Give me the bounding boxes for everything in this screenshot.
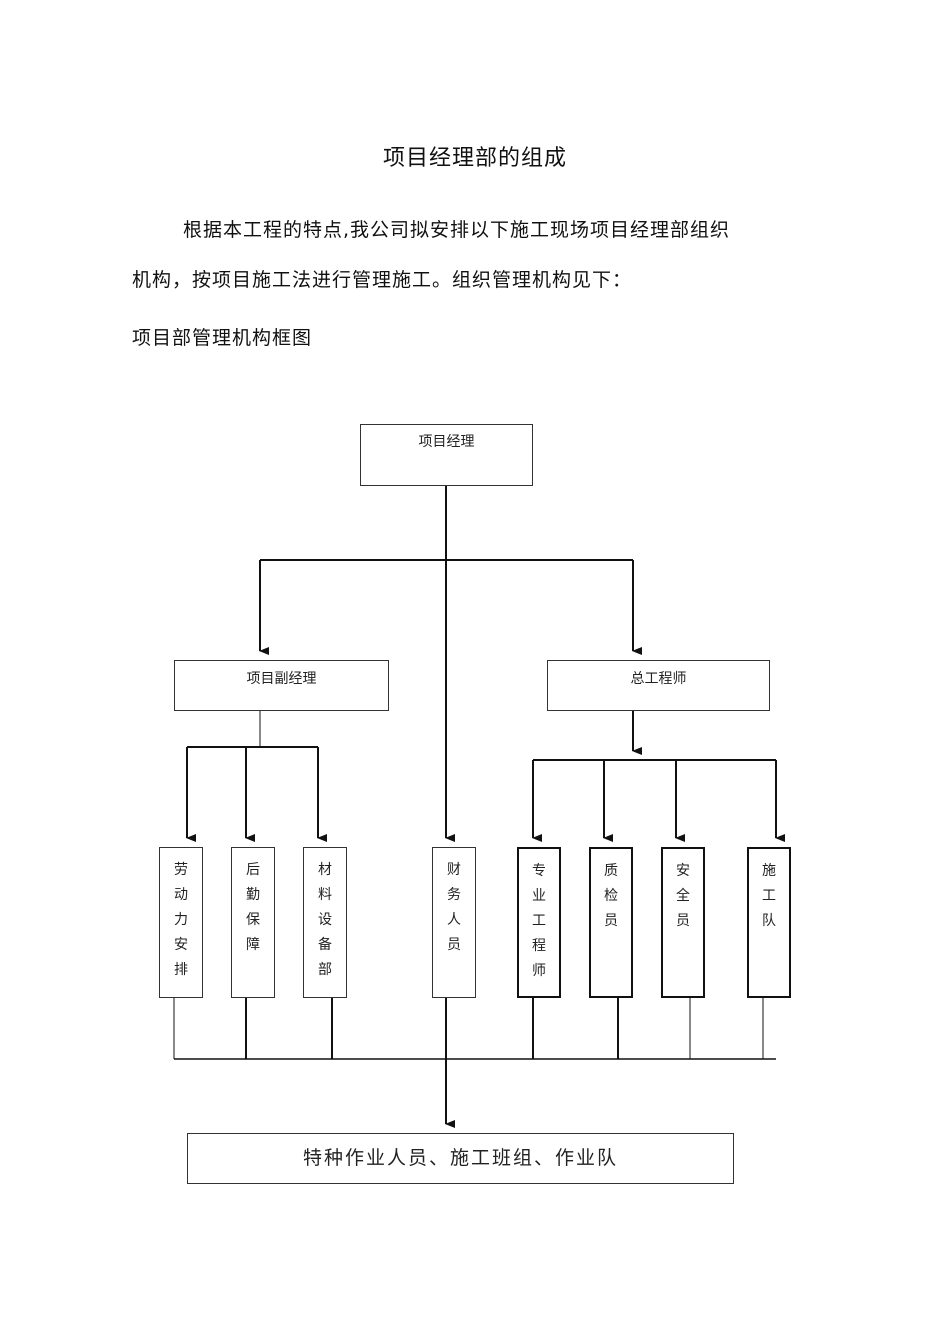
department-box: 质检员 <box>589 847 633 998</box>
department-label: 施工队 <box>762 863 776 929</box>
paragraph-line-1: 根据本工程的特点,我公司拟安排以下施工现场项目经理部组织 <box>183 219 731 241</box>
department-label: 安全员 <box>676 863 690 929</box>
department-box: 财务人员 <box>432 847 476 998</box>
department-box: 专业工程师 <box>517 847 561 998</box>
deputy-manager-box: 项目副经理 <box>174 660 389 711</box>
department-box: 施工队 <box>747 847 791 998</box>
department-label: 劳动力安排 <box>174 862 188 978</box>
diagram-caption: 项目部管理机构框图 <box>132 327 313 349</box>
project-manager-box: 项目经理 <box>360 424 533 486</box>
special-workers-label: 特种作业人员、施工班组、作业队 <box>302 1147 618 1169</box>
chief-engineer-label: 总工程师 <box>630 671 687 687</box>
department-label: 专业工程师 <box>532 863 546 979</box>
department-box: 安全员 <box>661 847 705 998</box>
department-label: 财务人员 <box>447 862 461 953</box>
special-workers-box: 特种作业人员、施工班组、作业队 <box>187 1133 734 1184</box>
department-box: 劳动力安排 <box>159 847 203 998</box>
department-label: 后勤保障 <box>246 862 260 953</box>
deputy-manager-label: 项目副经理 <box>246 671 317 687</box>
department-label: 材料设备部 <box>318 862 332 978</box>
paragraph-line-2: 机构，按项目施工法进行管理施工。组织管理机构见下： <box>132 269 633 291</box>
department-box: 材料设备部 <box>303 847 347 998</box>
project-manager-label: 项目经理 <box>418 434 475 450</box>
page-title: 项目经理部的组成 <box>382 146 567 171</box>
department-box: 后勤保障 <box>231 847 275 998</box>
chief-engineer-box: 总工程师 <box>547 660 770 711</box>
department-label: 质检员 <box>604 863 618 929</box>
